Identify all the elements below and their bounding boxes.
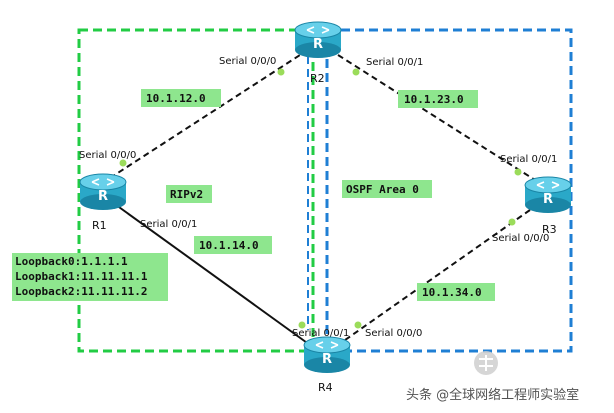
- router-icon: R: [79, 173, 127, 210]
- loopback-1-label: Loopback1:11.11.11.1: [15, 270, 148, 283]
- watermark-logo-text: 路由器: [502, 353, 557, 375]
- port-dot-r4-s000: [354, 321, 362, 329]
- port-label-r2-s000: Serial 0/0/0: [219, 56, 276, 67]
- svg-text:R: R: [313, 37, 323, 52]
- router-r1-label: R1: [92, 219, 107, 232]
- port-label-r3-s000: Serial 0/0/0: [492, 233, 549, 244]
- port-label-r3-s001: Serial 0/0/1: [500, 154, 557, 165]
- link-r2-r3: [337, 54, 536, 181]
- svg-text:10.1.14.0: 10.1.14.0: [199, 239, 259, 252]
- network-label-10-1-34-0: 10.1.34.0: [417, 283, 495, 301]
- port-dot-r4-s001: [298, 321, 306, 329]
- router-icon: R: [524, 176, 572, 213]
- router-icon: R: [294, 21, 342, 58]
- router-icon: R: [303, 336, 351, 373]
- loopback-0-label: Loopback0:1.1.1.1: [15, 255, 128, 268]
- svg-text:R: R: [98, 189, 108, 204]
- link-r3-r4: [337, 209, 531, 346]
- port-label-r1-s000: Serial 0/0/0: [79, 150, 136, 161]
- ospf-area-label: OSPF Area 0: [342, 180, 432, 198]
- port-dot-r3-s000: [508, 218, 516, 226]
- loopback-2-label: Loopback2:11.11.11.2: [15, 285, 147, 298]
- port-dot-r2-s001: [352, 68, 360, 76]
- svg-text:R: R: [543, 192, 553, 207]
- port-label-r2-s001: Serial 0/0/1: [366, 57, 423, 68]
- svg-text:RIPv2: RIPv2: [170, 188, 203, 201]
- watermark-logo-icon: [474, 351, 498, 375]
- svg-text:10.1.23.0: 10.1.23.0: [404, 93, 464, 106]
- svg-text:10.1.12.0: 10.1.12.0: [146, 92, 206, 105]
- svg-text:10.1.34.0: 10.1.34.0: [422, 286, 482, 299]
- link-r1-r4: [111, 201, 311, 346]
- port-dot-r2-s000: [277, 68, 285, 76]
- rip-area-boundary: [77, 28, 315, 353]
- port-label-r4-s001: Serial 0/0/1: [292, 328, 349, 339]
- ospf-area-boundary: [325, 28, 573, 353]
- rip-area-label: RIPv2: [166, 185, 212, 203]
- router-r2-label: R2: [310, 72, 325, 85]
- router-r1[interactable]: R R1: [79, 173, 127, 232]
- r1-loopback-box: Loopback0:1.1.1.1 Loopback1:11.11.11.1 L…: [12, 253, 168, 301]
- svg-text:R: R: [322, 352, 332, 367]
- router-r3[interactable]: R R3: [524, 176, 572, 236]
- port-dot-r1-s000: [119, 159, 127, 167]
- router-r4[interactable]: R R4: [303, 336, 351, 394]
- watermark: 路由器 头条 @全球网络工程师实验室: [406, 351, 579, 403]
- watermark-caption: 头条 @全球网络工程师实验室: [406, 387, 579, 403]
- port-label-r4-s000: Serial 0/0/0: [365, 328, 422, 339]
- port-dot-r3-s001: [514, 168, 522, 176]
- network-label-10-1-12-0: 10.1.12.0: [141, 89, 221, 107]
- port-label-r1-s001: Serial 0/0/1: [140, 219, 197, 230]
- svg-text:OSPF Area 0: OSPF Area 0: [346, 183, 419, 196]
- network-label-10-1-23-0: 10.1.23.0: [398, 90, 478, 108]
- link-r1-r2: [109, 54, 301, 179]
- network-label-10-1-14-0: 10.1.14.0: [194, 236, 272, 254]
- router-r2[interactable]: R R2: [294, 21, 342, 85]
- router-r4-label: R4: [318, 381, 333, 394]
- router-r3-label: R3: [542, 223, 557, 236]
